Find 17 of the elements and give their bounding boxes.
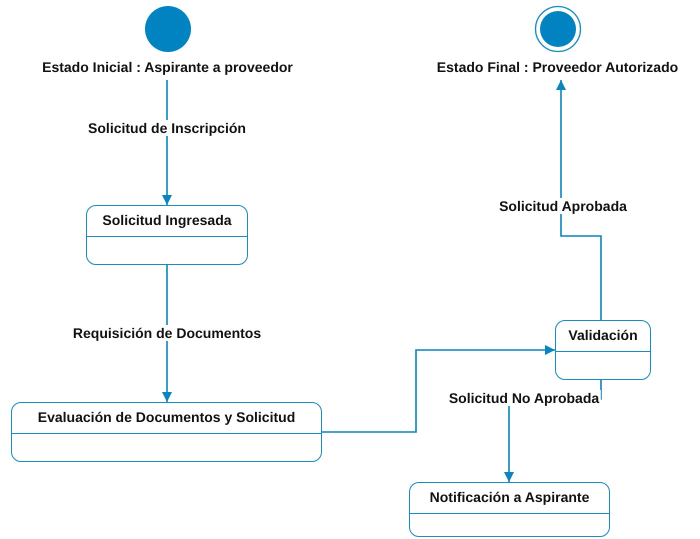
- edge-label: Solicitud No Aprobada: [446, 390, 602, 406]
- state-name: Notificación a Aspirante: [428, 488, 590, 505]
- state-box: [555, 320, 651, 380]
- transition-arrow: [556, 80, 602, 320]
- transition-arrow: [322, 345, 555, 433]
- edge-label: Requisición de Documentos: [70, 325, 264, 341]
- state-label: Estado Inicial : Aspirante a proveedor: [42, 58, 293, 75]
- state-name: Evaluación de Documentos y Solicitud: [36, 408, 296, 425]
- state-name: Validación: [567, 326, 639, 343]
- state-box: [409, 482, 610, 537]
- edge-label: Solicitud de Inscripción: [86, 120, 248, 136]
- state-label: Estado Final : Proveedor Autorizado: [436, 58, 678, 75]
- state-box: [86, 205, 248, 265]
- transition-arrow: [162, 265, 172, 402]
- state-box: [11, 402, 322, 462]
- edge-label: Solicitud Aprobada: [497, 198, 629, 214]
- state-name: Solicitud Ingresada: [101, 211, 233, 228]
